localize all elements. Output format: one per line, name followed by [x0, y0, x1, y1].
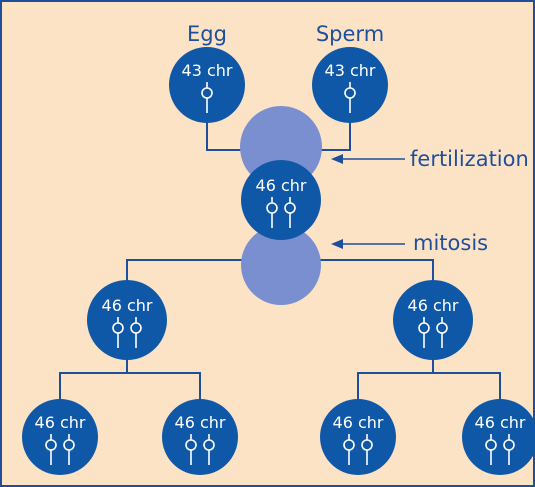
cell-gen2-1: 46 chr	[22, 399, 98, 475]
fertilization-label: fertilization	[410, 147, 529, 171]
cell-body	[87, 280, 167, 360]
mitosis-label: mitosis	[413, 231, 488, 255]
chromosome-count: 46 chr	[333, 413, 384, 432]
chromosome-count: 46 chr	[175, 413, 226, 432]
chromosome-count: 46 chr	[102, 296, 153, 315]
chromosome-count: 46 chr	[475, 413, 526, 432]
cell-gen2-4: 46 chr	[462, 399, 535, 475]
cell-zygote: 46 chr	[241, 160, 321, 240]
cell-body	[22, 399, 98, 475]
cell-gen1-right: 46 chr	[393, 280, 473, 360]
sperm-label: Sperm	[316, 22, 384, 46]
cell-sperm: 43 chr	[312, 47, 388, 123]
cell-body	[320, 399, 396, 475]
egg-label: Egg	[187, 22, 227, 46]
chromosome-count: 46 chr	[408, 296, 459, 315]
cell-gen2-2: 46 chr	[162, 399, 238, 475]
chromosome-count: 46 chr	[35, 413, 86, 432]
cell-body	[241, 160, 321, 240]
chromosome-count: 43 chr	[182, 61, 233, 80]
cell-body	[462, 399, 535, 475]
chromosome-count: 46 chr	[256, 176, 307, 195]
cell-gen2-3: 46 chr	[320, 399, 396, 475]
cell-body	[162, 399, 238, 475]
cell-gen1-left: 46 chr	[87, 280, 167, 360]
cell-body	[393, 280, 473, 360]
cell-egg: 43 chr	[169, 47, 245, 123]
chromosome-count: 43 chr	[325, 61, 376, 80]
